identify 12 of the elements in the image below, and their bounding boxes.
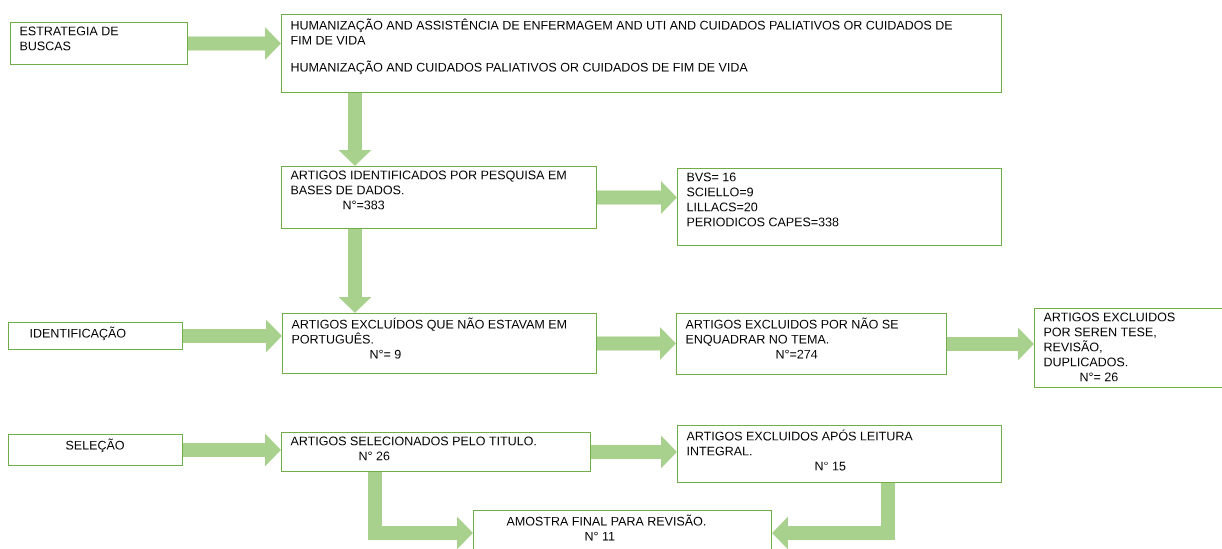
process-box: BVS= 16 SCIELLO=9 LILLACS=20 PERIODICOS CAPES=338 bbox=[677, 168, 1002, 246]
process-box: SELEÇÃO bbox=[8, 434, 183, 466]
process-box: ARTIGOS EXCLUIDOS POR SEREN TESE, REVISÃO, DUPLICADOS. N°= 26 bbox=[1034, 308, 1222, 388]
process-box: ARTIGOS EXCLUIDOS POR NÃO SE ENQUADRAR NO TEMA. N°=274 bbox=[676, 313, 947, 375]
process-box: ARTIGOS SELECIONADOS PELO TITULO. N° 26 bbox=[281, 432, 591, 472]
process-box: IDENTIFICAÇÃO bbox=[8, 322, 183, 350]
process-box: ARTIGOS IDENTIFICADOS POR PESQUISA EM BASES DE DADOS. N°=383 bbox=[281, 166, 597, 229]
process-box: HUMANIZAÇÃO AND ASSISTÊNCIA DE ENFERMAGEM AND UTI AND CUIDADOS PALIATIVOS OR CUIDADOS DE FIM DE VIDA HUMANIZAÇÃO AND CUIDADOS PALIATIVOS OR CUIDADOS DE FIM DE VIDA bbox=[281, 14, 1002, 93]
process-box: ARTIGOS EXCLUÍDOS QUE NÃO ESTAVAM EM PORTUGUÊS. N°= 9 bbox=[282, 313, 597, 374]
process-box: ARTIGOS EXCLUIDOS APÓS LEITURA INTEGRAL. N° 15 bbox=[677, 425, 1002, 483]
process-box: AMOSTRA FINAL PARA REVISÃO. N° 11 bbox=[473, 510, 772, 549]
process-box: ESTRATEGIA DE BUSCAS bbox=[10, 22, 188, 65]
